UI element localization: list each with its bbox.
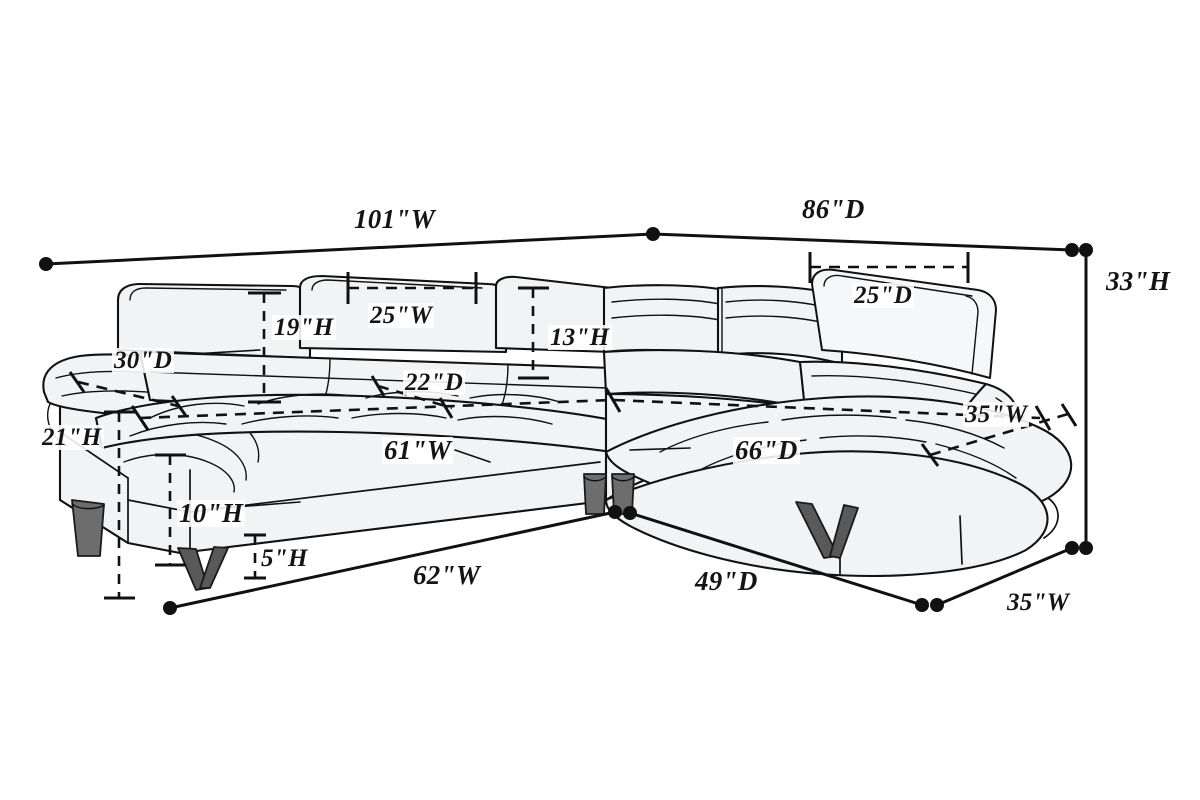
dimline-chaise-seat-depth [613, 398, 1041, 420]
dimline-arm-depth [77, 380, 179, 408]
dim-label-base-chaise-width: 35"W [1005, 589, 1072, 616]
dim-label-base-width: 62"W [411, 560, 483, 590]
dim-label-back-cushion-width: 25"W [368, 302, 435, 329]
leader-seat-width [454, 449, 491, 463]
dim-label-back-cushion-height: 19"H [272, 314, 336, 341]
leg-corner-left [583, 473, 607, 515]
dim-label-corner-back-height: 13"H [548, 324, 612, 351]
dimline-base-chaise-width [935, 546, 1074, 607]
dimension-vertex-dot [608, 505, 622, 519]
leg-left-rear [71, 499, 105, 557]
dimension-lines [39, 227, 1093, 615]
dim-label-overall-width: 101"W [352, 204, 437, 234]
dim-label-arm-depth: 30"D [112, 347, 175, 374]
dim-label-arm-height: 21"H [40, 424, 104, 451]
dim-label-leg-height: 5"H [259, 545, 310, 572]
leader-chaise-depth [629, 447, 691, 451]
dimension-vertex-dot [1065, 243, 1079, 257]
dim-label-overall-depth: 86"D [800, 194, 867, 224]
sofa-legs [71, 473, 859, 591]
dim-label-chaise-back-depth: 25"D [852, 282, 915, 309]
dimline-overall-depth [651, 232, 1074, 252]
dimline-overall-width [44, 232, 655, 266]
dim-label-chaise-seat-depth: 66"D [733, 435, 800, 465]
dim-label-seat-depth: 22"D [403, 369, 466, 396]
dimline-chaise-seat-width [929, 412, 1069, 457]
dimline-base-depth [628, 511, 924, 607]
dimension-vertex-dot [39, 257, 53, 271]
dim-label-seat-width: 61"W [382, 435, 454, 465]
dim-label-seat-height: 10"H [177, 498, 246, 528]
dimension-vertex-dot [163, 601, 177, 615]
dimline-seat-depth [377, 384, 453, 410]
leg-chaise-b [829, 504, 859, 559]
dimension-vertex-dot [1079, 541, 1093, 555]
dim-label-overall-height: 33"H [1104, 266, 1173, 296]
dimension-vertex-dot [915, 598, 929, 612]
dimline-seat-width [139, 398, 613, 420]
dim-label-base-depth: 49"D [693, 566, 760, 596]
leg-left-front-b [199, 546, 229, 589]
dim-label-chaise-seat-width: 35"W [963, 401, 1030, 428]
dimline-base-width [168, 510, 617, 610]
